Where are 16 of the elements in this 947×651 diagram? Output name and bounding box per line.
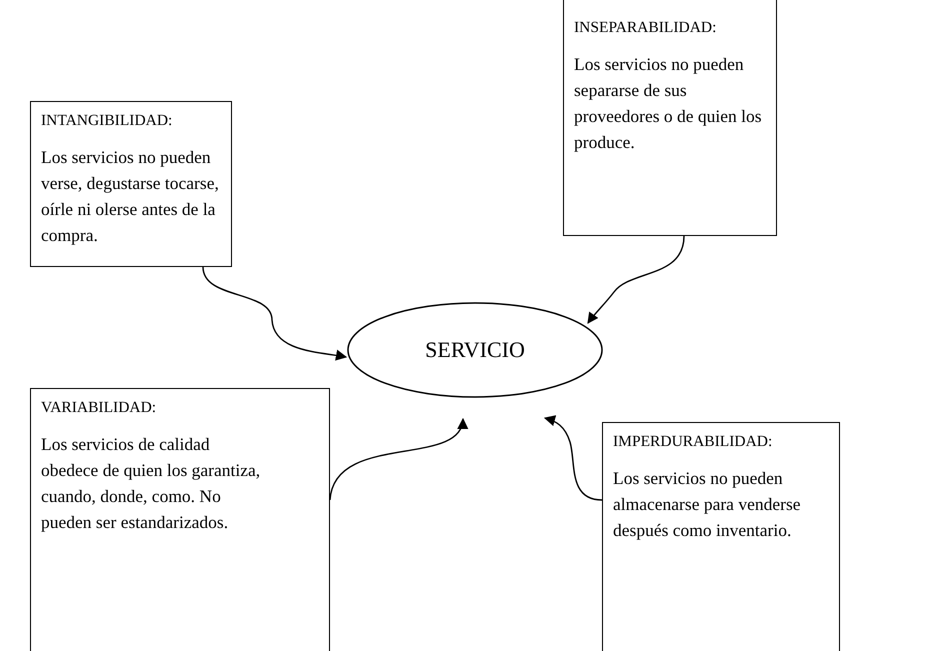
box-heading: IMPERDURABILIDAD: <box>613 433 774 451</box>
box-heading: VARIABILIDAD: <box>41 399 158 417</box>
text-box <box>563 0 777 236</box>
box-heading: INTANGIBILIDAD: <box>41 112 174 130</box>
curved-arrow <box>587 236 685 324</box>
text-box <box>30 101 232 267</box>
box-description: Los servicios no pueden almacenarse para venderse después como inventario. <box>613 467 802 542</box>
box-description: Los servicios no pueden verse, degustarse tocarse, oírle ni olerse antes de la compra. <box>41 146 220 247</box>
node-title: SERVICIO <box>425 337 525 363</box>
box-heading: INSEPARABILIDAD: <box>574 19 718 37</box>
curved-arrow <box>544 415 602 501</box>
text-box <box>30 388 330 651</box>
text-box <box>602 422 840 651</box>
box-description: Los servicios no pueden separarse de sus proveedores o de quien los produce. <box>574 53 763 154</box>
box-description: Los servicios de calidad obedece de quien los garantiza, cuando, donde, como. No pueden ser estandarizados. <box>41 433 262 534</box>
curved-arrow <box>202 266 348 361</box>
